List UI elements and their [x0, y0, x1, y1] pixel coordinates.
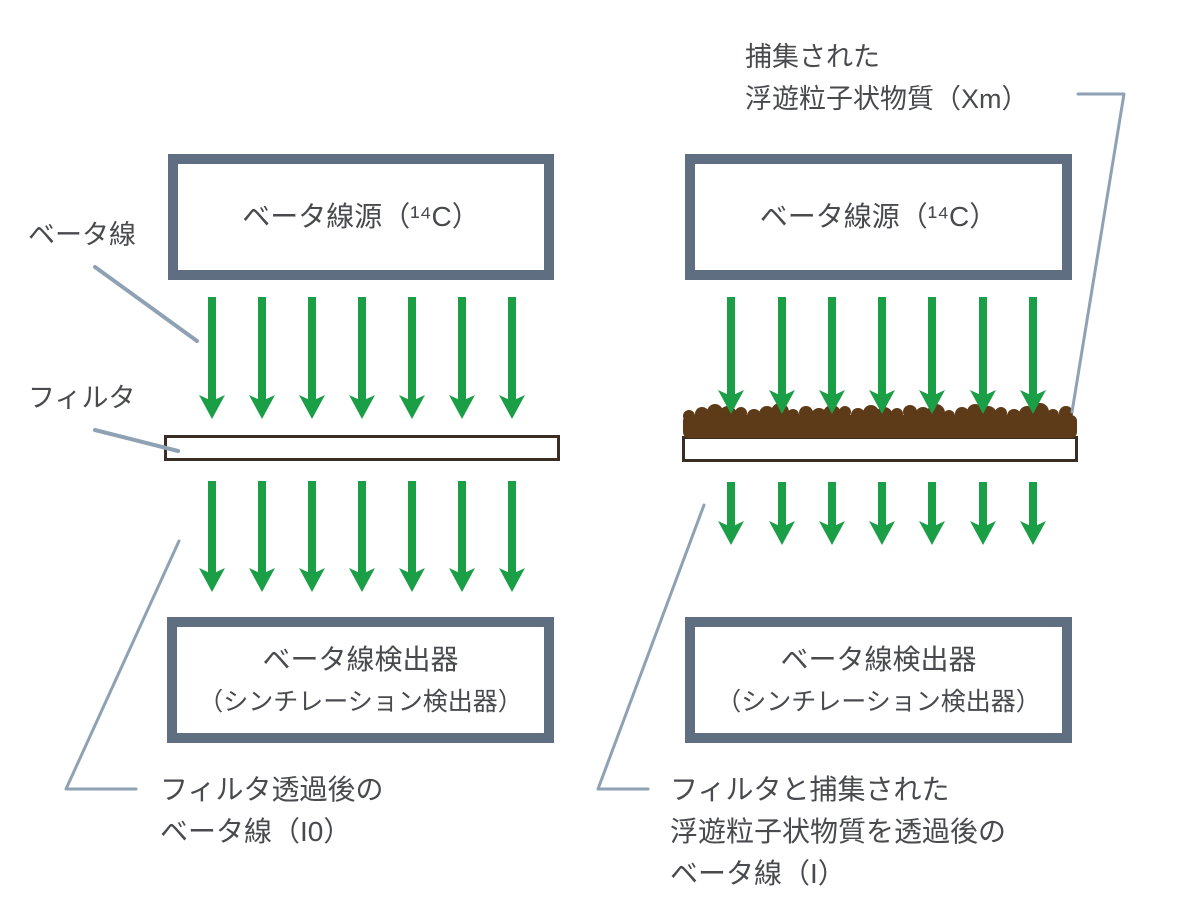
i0-pointer: [64, 539, 181, 791]
beta-arrow-head: [869, 521, 895, 545]
right-incident-beta-arrows: [718, 297, 1046, 414]
i0-caption-line2: ベータ線（I0）: [160, 816, 352, 847]
beta-source-label-left: ベータ線源（¹⁴C）: [242, 201, 480, 232]
beta-arrow-head: [299, 395, 325, 419]
beta-arrow-head: [919, 521, 945, 545]
beta-arrow-head: [718, 390, 744, 414]
particulate-bump: [1059, 406, 1073, 420]
beta-arrow-head: [399, 395, 425, 419]
particulate-bump: [1047, 409, 1059, 421]
particulate-bump: [915, 407, 931, 423]
particulate-bump: [707, 404, 723, 420]
i-caption-line2: 浮遊粒子状物質を透過後の: [670, 816, 1007, 847]
beta-arrow-head: [449, 395, 475, 419]
detector-label-right-line2: （シンチレーション検出器）: [716, 688, 1041, 716]
particulate-bump: [747, 409, 761, 423]
i-caption-line3: ベータ線（I）: [670, 858, 846, 889]
i-caption-line1: フィルタと捕集された: [670, 774, 950, 805]
particulate-bump: [995, 407, 1007, 419]
left-incident-beta-arrows: [199, 297, 525, 419]
beta-arrow-head: [819, 521, 845, 545]
detector-label-left-line2: （シンチレーション検出器）: [198, 688, 523, 716]
beta-arrow-head: [919, 390, 945, 414]
beta-arrow-head: [199, 395, 225, 419]
beta-arrow-head: [349, 568, 375, 592]
beta-arrow-head: [249, 568, 275, 592]
beta-arrow-head: [299, 568, 325, 592]
spm-label-line1: 捕集された: [745, 42, 880, 72]
beta-arrow-head: [718, 521, 744, 545]
particulate-bump: [759, 406, 775, 422]
spm-label-line2: 浮遊粒子状物質（Xm）: [745, 84, 1029, 114]
beta-ray-label: ベータ線: [28, 220, 136, 250]
particulate-bump: [735, 407, 747, 419]
particulate-bump: [787, 409, 799, 421]
particulate-bump: [903, 405, 917, 419]
beta-arrow-head: [819, 390, 845, 414]
particulate-bump: [839, 406, 851, 418]
beta-arrow-head: [249, 395, 275, 419]
particulate-bump: [719, 406, 737, 424]
i0-caption: フィルタ透過後の ベータ線（I0）: [160, 769, 383, 853]
particulate-bump: [967, 404, 983, 420]
particulate-bump: [1007, 409, 1021, 423]
beta-arrow-head: [970, 390, 996, 414]
detector-box-left: ベータ線検出器 （シンチレーション検出器）: [167, 617, 554, 743]
spm-pointer: [1070, 92, 1126, 414]
beta-arrow-head: [449, 568, 475, 592]
leader-lines: [64, 92, 1126, 791]
detector-label-left-line1: ベータ線検出器: [262, 644, 459, 675]
beta-arrow-head: [499, 568, 525, 592]
particulate-bump: [695, 407, 709, 421]
beta-arrow-head: [1020, 390, 1046, 414]
detector-label-right-line1: ベータ線検出器: [780, 644, 977, 675]
beta-source-box-right: ベータ線源（¹⁴C）: [685, 154, 1072, 280]
beta-source-box-left: ベータ線源（¹⁴C）: [168, 154, 554, 280]
i0-caption-line1: フィルタ透過後の: [160, 774, 384, 805]
particulate-bump: [811, 408, 827, 424]
particulate-bump: [851, 408, 865, 422]
beta-arrow-head: [499, 395, 525, 419]
beta-ray-pointer: [93, 265, 199, 343]
beta-arrow-head: [869, 390, 895, 414]
particulate-bump: [891, 408, 903, 420]
beta-arrow-head: [399, 568, 425, 592]
beta-arrow-head: [349, 395, 375, 419]
beta-arrow-head: [1020, 521, 1046, 545]
beta-arrow-head: [970, 521, 996, 545]
particulate-bump: [875, 407, 893, 425]
particulate-bump: [863, 405, 879, 421]
filter-pointer: [93, 428, 180, 453]
filter-strip-right: [682, 436, 1078, 462]
particulate-bump: [799, 406, 813, 420]
left-transmitted-beta-arrows: [199, 481, 525, 592]
i-pointer: [596, 503, 706, 791]
filter-strip-left: [164, 435, 560, 461]
filter-label: フィルタ: [28, 383, 136, 413]
right-transmitted-beta-arrows: [718, 482, 1046, 545]
particulate-bump: [943, 410, 955, 422]
particulate-bump: [955, 407, 969, 421]
i-caption: フィルタと捕集された 浮遊粒子状物質を透過後の ベータ線（I）: [670, 769, 1006, 895]
beta-arrow-head: [769, 521, 795, 545]
beta-source-label-right: ベータ線源（¹⁴C）: [759, 201, 998, 232]
particulate-bump: [683, 410, 695, 422]
beta-arrow-head: [769, 390, 795, 414]
beta-arrow-head: [199, 568, 225, 592]
spm-label: 捕集された 浮遊粒子状物質（Xm）: [745, 36, 1029, 120]
detector-box-right: ベータ線検出器 （シンチレーション検出器）: [685, 617, 1072, 743]
